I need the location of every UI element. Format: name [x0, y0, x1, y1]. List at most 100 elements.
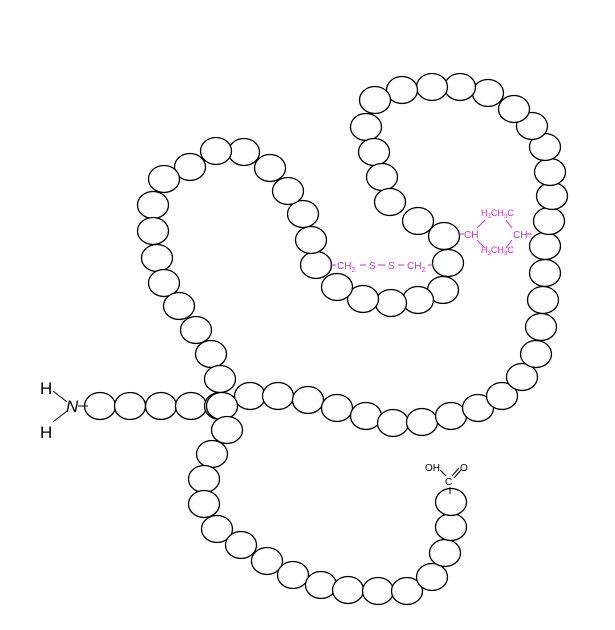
amino-acid-bead [374, 288, 408, 318]
amino-acid-bead [365, 162, 399, 192]
amino-acid-bead [401, 206, 435, 236]
amino-acid-bead [210, 415, 244, 445]
amino-acid-bead [179, 315, 213, 345]
amino-acid-bead [224, 530, 258, 560]
amino-acid-bead [200, 514, 234, 544]
amino-acid-bead [250, 546, 284, 576]
amino-acid-bead [385, 75, 419, 105]
amino-acid-bead [199, 136, 233, 166]
amino-acid-bead [261, 381, 295, 411]
hydrophobic-bond-rt [505, 219, 513, 229]
amino-acid-bead [349, 401, 383, 431]
hydrophobic-group-top: H3CH3C [481, 208, 514, 220]
disulfide-s1: S [369, 261, 376, 272]
amino-acid-bead [113, 391, 147, 421]
amino-acid-bead [136, 190, 170, 220]
hydrophobic-bond-rb [505, 239, 513, 249]
amino-acid-bead [434, 401, 468, 431]
amino-acid-bead [173, 152, 207, 182]
amino-acid-bead [320, 272, 354, 302]
amino-acid-bead [528, 258, 562, 288]
disulfide-ch2-right: CH2 [407, 261, 425, 274]
amino-acid-bead [187, 489, 221, 519]
amino-acid-bead [195, 439, 229, 469]
n-h-bond-bottom [52, 410, 68, 423]
amino-acid-bead [485, 381, 519, 411]
n-terminus-group: H N H [40, 379, 88, 442]
amino-acid-bead [203, 364, 237, 394]
amino-acid-bead [271, 176, 305, 206]
hydrophobic-ch-left: CH [464, 230, 478, 241]
amino-acid-bead [276, 560, 310, 590]
amino-acid-bead [136, 216, 170, 246]
amino-acid-bead [390, 576, 424, 606]
amino-acid-bead [83, 391, 117, 421]
c-oh-bond [439, 469, 447, 477]
n-h-bond-top [52, 390, 68, 403]
amino-acid-bead [524, 312, 558, 342]
amino-acid-bead [526, 285, 560, 315]
amino-acid-bead [443, 72, 477, 102]
c-terminus-c: C [445, 477, 452, 488]
amino-acid-bead [346, 284, 380, 314]
amino-acid-beads [83, 72, 569, 606]
c-terminus-group: OH C O [425, 463, 468, 494]
amino-acid-bead [415, 562, 449, 592]
amino-acid-bead [497, 94, 531, 124]
amino-acid-bead [401, 285, 435, 315]
amino-acid-bead [174, 391, 208, 421]
amino-acid-bead [434, 487, 468, 517]
amino-acid-bead [187, 464, 221, 494]
amino-acid-bead [427, 221, 461, 251]
amino-acid-bead [294, 225, 328, 255]
amino-acid-bead [194, 339, 228, 369]
amino-acid-bead [162, 291, 196, 321]
amino-acid-bead [431, 248, 465, 278]
amino-acid-bead [147, 268, 181, 298]
amino-acid-bead [471, 78, 505, 108]
n-terminus-n: N [66, 397, 79, 416]
amino-acid-bead [299, 250, 333, 280]
amino-acid-bead [373, 187, 407, 217]
amino-acid-bead [428, 538, 462, 568]
disulfide-ch2-left: CH2 [337, 261, 355, 274]
disulfide-s2: S [388, 261, 395, 272]
amino-acid-bead [533, 157, 567, 187]
amino-acid-bead [304, 570, 338, 600]
amino-acid-bead [291, 385, 325, 415]
amino-acid-bead [253, 153, 287, 183]
amino-acid-bead [519, 339, 553, 369]
amino-acid-bead [528, 231, 562, 261]
n-terminus-h-bottom: H [40, 423, 52, 442]
hydrophobic-group-bottom: H3CH3C [481, 245, 514, 257]
amino-acid-bead [357, 137, 391, 167]
amino-acid-bead [205, 391, 239, 421]
c-terminus-oh: OH [425, 463, 440, 474]
amino-acid-bead [535, 181, 569, 211]
amino-acid-bead [331, 575, 365, 605]
c-o-double-bond-b [453, 469, 462, 479]
amino-acid-bead [147, 164, 181, 194]
amino-acid-bead [358, 85, 392, 115]
disulfide-bridge: CH2 S S CH2 [330, 261, 433, 274]
c-terminus-o: O [460, 463, 468, 474]
amino-acid-bead [233, 381, 267, 411]
n-terminus-h-top: H [40, 379, 52, 398]
hydrophobic-bond-lb [476, 239, 486, 249]
amino-acid-bead [405, 407, 439, 437]
amino-acid-bead [376, 408, 410, 438]
c-o-double-bond-a [451, 467, 460, 477]
hydrophobic-interaction: CH H3CH3C H3CH3C CH [458, 208, 532, 257]
amino-acid-bead [532, 206, 566, 236]
amino-acid-bead [415, 72, 449, 102]
amino-acid-bead [505, 362, 539, 392]
amino-acid-bead [144, 391, 178, 421]
amino-acid-bead [140, 243, 174, 273]
hydrophobic-bond-lt [476, 219, 486, 229]
amino-acid-bead [227, 137, 261, 167]
amino-acid-bead [349, 112, 383, 142]
amino-acid-bead [361, 576, 395, 606]
hydrophobic-ch-right: CH [513, 230, 527, 241]
amino-acid-bead [434, 512, 468, 542]
